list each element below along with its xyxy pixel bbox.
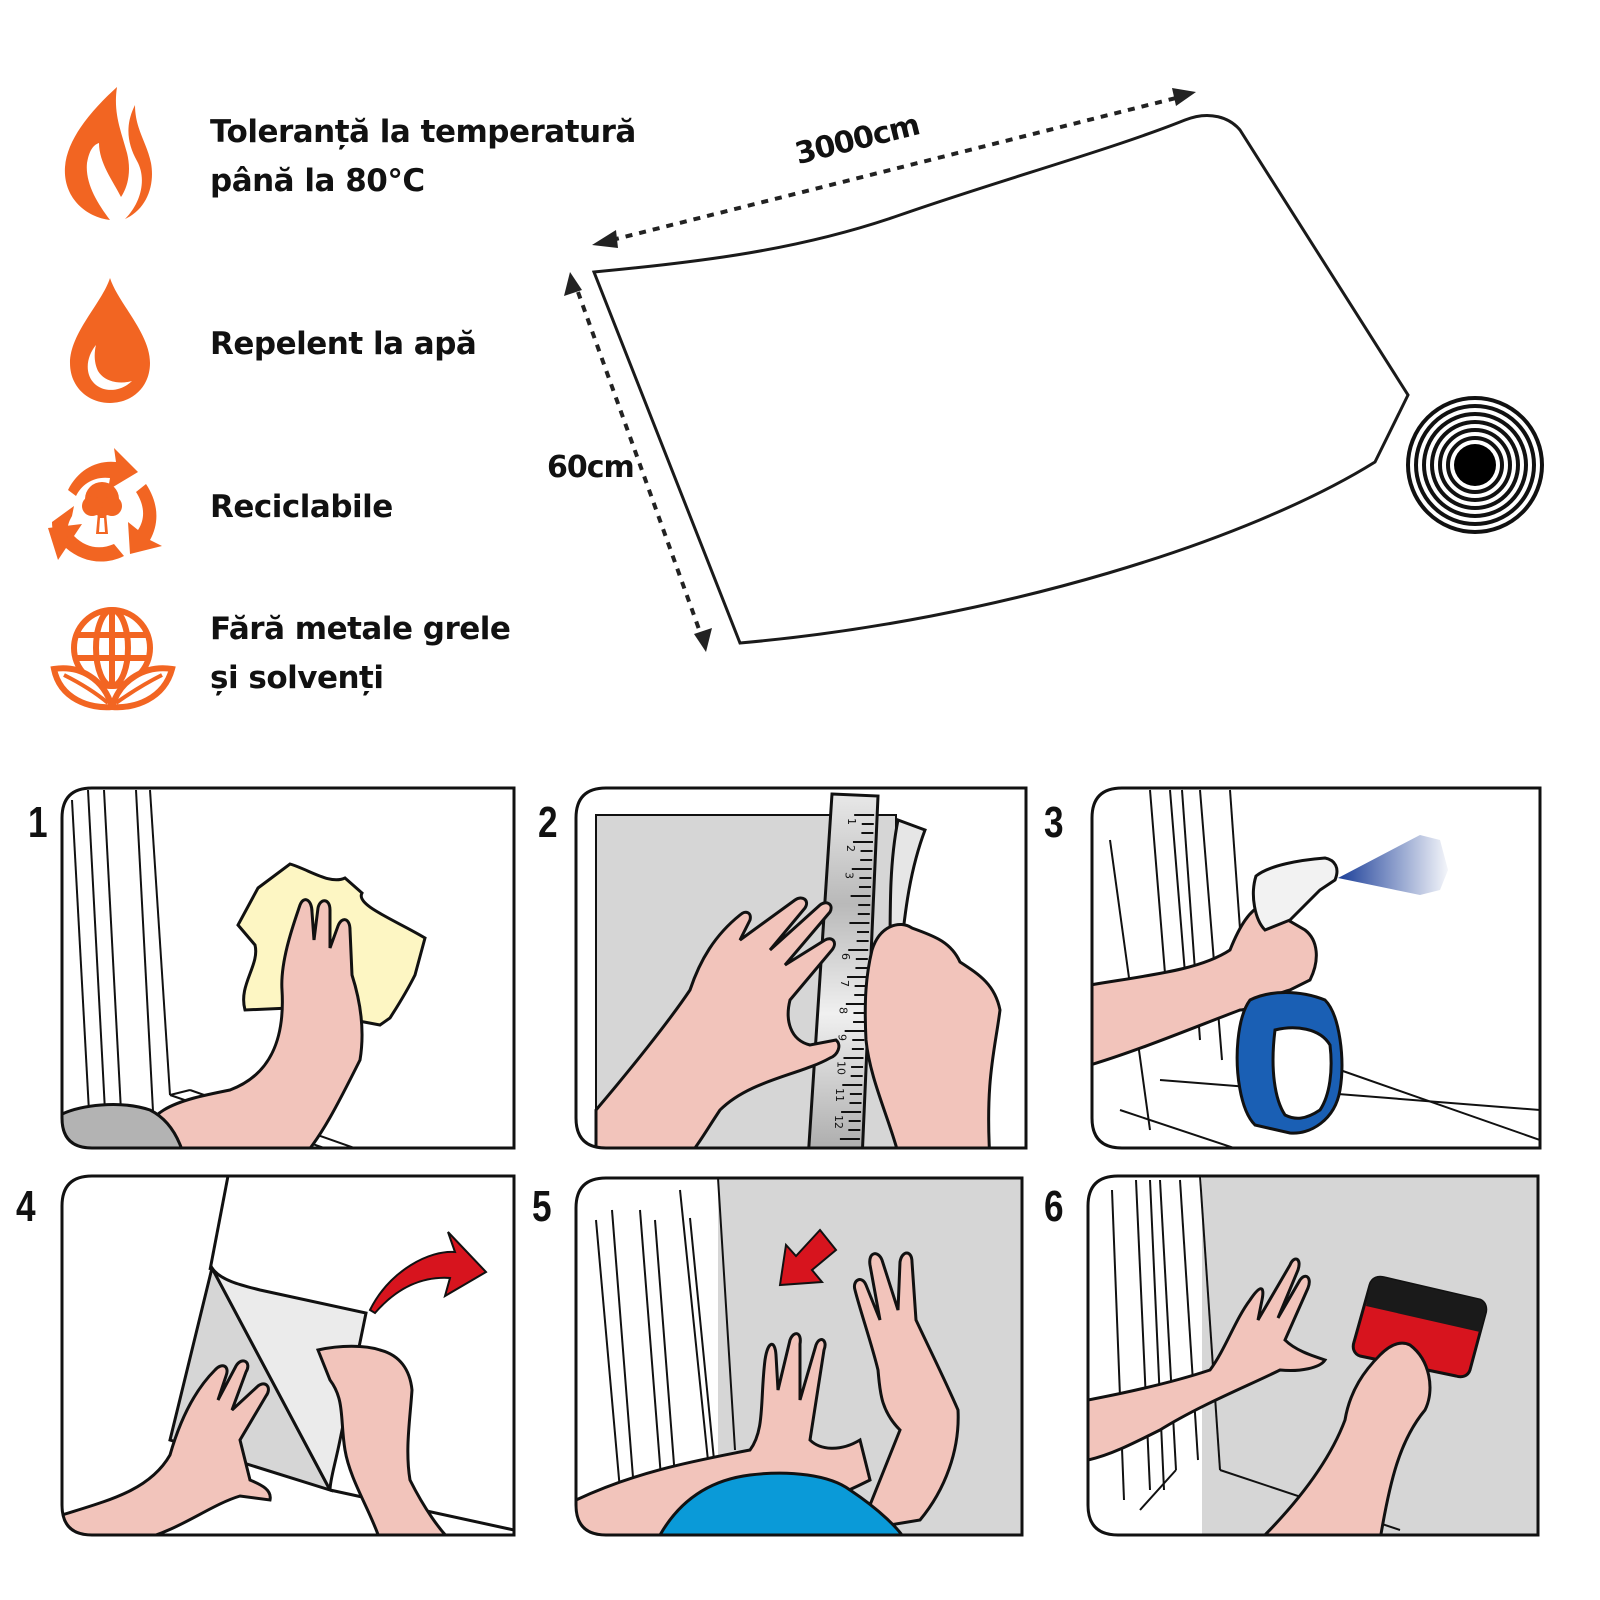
ruler-tick-label: 8	[837, 1007, 850, 1014]
step-illustration-apply	[574, 1176, 1024, 1537]
feature-text: Repelent la apă	[210, 320, 477, 369]
feature-recyclable: Reciclabile	[0, 440, 600, 570]
flame-icon	[64, 87, 152, 220]
ruler-tick-label: 12	[832, 1115, 845, 1129]
feature-text: Reciclabile	[210, 483, 393, 532]
sleeve	[649, 1471, 908, 1535]
feature-line: Reciclabile	[210, 489, 393, 525]
right-hand-cutter	[863, 923, 1002, 1148]
step-panel-5: 5	[530, 1170, 1040, 1570]
feature-line: Toleranță la temperatură	[210, 114, 636, 150]
ruler-tick-label: 3	[843, 872, 856, 879]
spray-mist	[1338, 835, 1448, 895]
film-roll-diagram	[564, 88, 1544, 652]
feature-temperature: Toleranță la temperatură până la 80°C	[0, 80, 636, 230]
length-arrowhead-right	[1172, 88, 1196, 106]
width-arrowhead-top	[564, 272, 582, 296]
feature-water-repellent: Repelent la apă	[0, 270, 600, 410]
step-illustration-squeegee	[1086, 1174, 1540, 1537]
ruler-tick-label: 11	[833, 1088, 846, 1102]
feature-text: Fără metale grele și solvenți	[210, 605, 511, 703]
feature-text: Toleranță la temperatură până la 80°C	[210, 108, 636, 206]
step-panel-4: 4	[0, 1170, 530, 1570]
feature-line: până la 80°C	[210, 163, 425, 199]
red-arrow-peel	[368, 1231, 488, 1315]
roll-end	[1406, 396, 1544, 534]
squeegee-felt	[1366, 1277, 1486, 1332]
roll-core	[1454, 444, 1496, 486]
step-panel-6: 6	[1040, 1170, 1600, 1570]
right-hand	[852, 1251, 960, 1532]
ruler-tick-label: 9	[836, 1034, 849, 1041]
width-label: 60cm	[547, 450, 635, 485]
step-number: 1	[28, 798, 48, 847]
step-illustration-peel	[60, 1174, 516, 1537]
step-panel-1: 1	[0, 780, 530, 1160]
feature-line: și solvenți	[210, 660, 384, 696]
right-hand	[1256, 1341, 1432, 1535]
step-number: 5	[532, 1182, 552, 1231]
window-frame	[595, 1178, 736, 1491]
sleeve	[62, 1103, 187, 1148]
step-number: 4	[16, 1182, 36, 1231]
width-dimension-line	[576, 291, 702, 633]
water-drop-icon	[70, 278, 150, 403]
arm-spray	[1092, 903, 1318, 1068]
length-arrowhead-left	[592, 230, 618, 248]
width-arrowhead-bottom	[694, 628, 712, 652]
ruler-tick-label: 1	[845, 818, 858, 825]
spray-bottle-trigger	[1251, 856, 1339, 932]
recycle-tree-icon	[48, 448, 162, 562]
ruler-tick-label: 2	[844, 845, 857, 852]
step-number: 6	[1044, 1182, 1064, 1231]
step-illustration-spray	[1090, 786, 1542, 1150]
red-arrow-press	[778, 1228, 838, 1287]
globe-leaves-icon	[50, 607, 176, 711]
step-number: 3	[1044, 798, 1064, 847]
arm-wipe	[143, 898, 364, 1148]
step-illustration-wipe	[60, 786, 516, 1150]
left-hand	[62, 1359, 272, 1535]
ruler	[806, 792, 880, 1148]
ruler-tick-label: 7	[838, 980, 851, 987]
feature-line: Repelent la apă	[210, 326, 477, 362]
left-hand	[594, 896, 841, 1148]
feature-no-heavy-metals: Fără metale grele și solvenți	[0, 595, 600, 725]
step-panel-3: 3	[1040, 780, 1600, 1160]
step-number: 2	[538, 798, 558, 847]
feature-line: Fără metale grele	[210, 611, 511, 647]
ruler-tick-label: 6	[839, 953, 852, 960]
right-hand	[315, 1344, 454, 1535]
ruler-tick-label: 10	[834, 1061, 847, 1075]
bottle-label	[1271, 1026, 1333, 1120]
left-hand	[1088, 1257, 1328, 1462]
film-sheet	[591, 113, 1410, 645]
